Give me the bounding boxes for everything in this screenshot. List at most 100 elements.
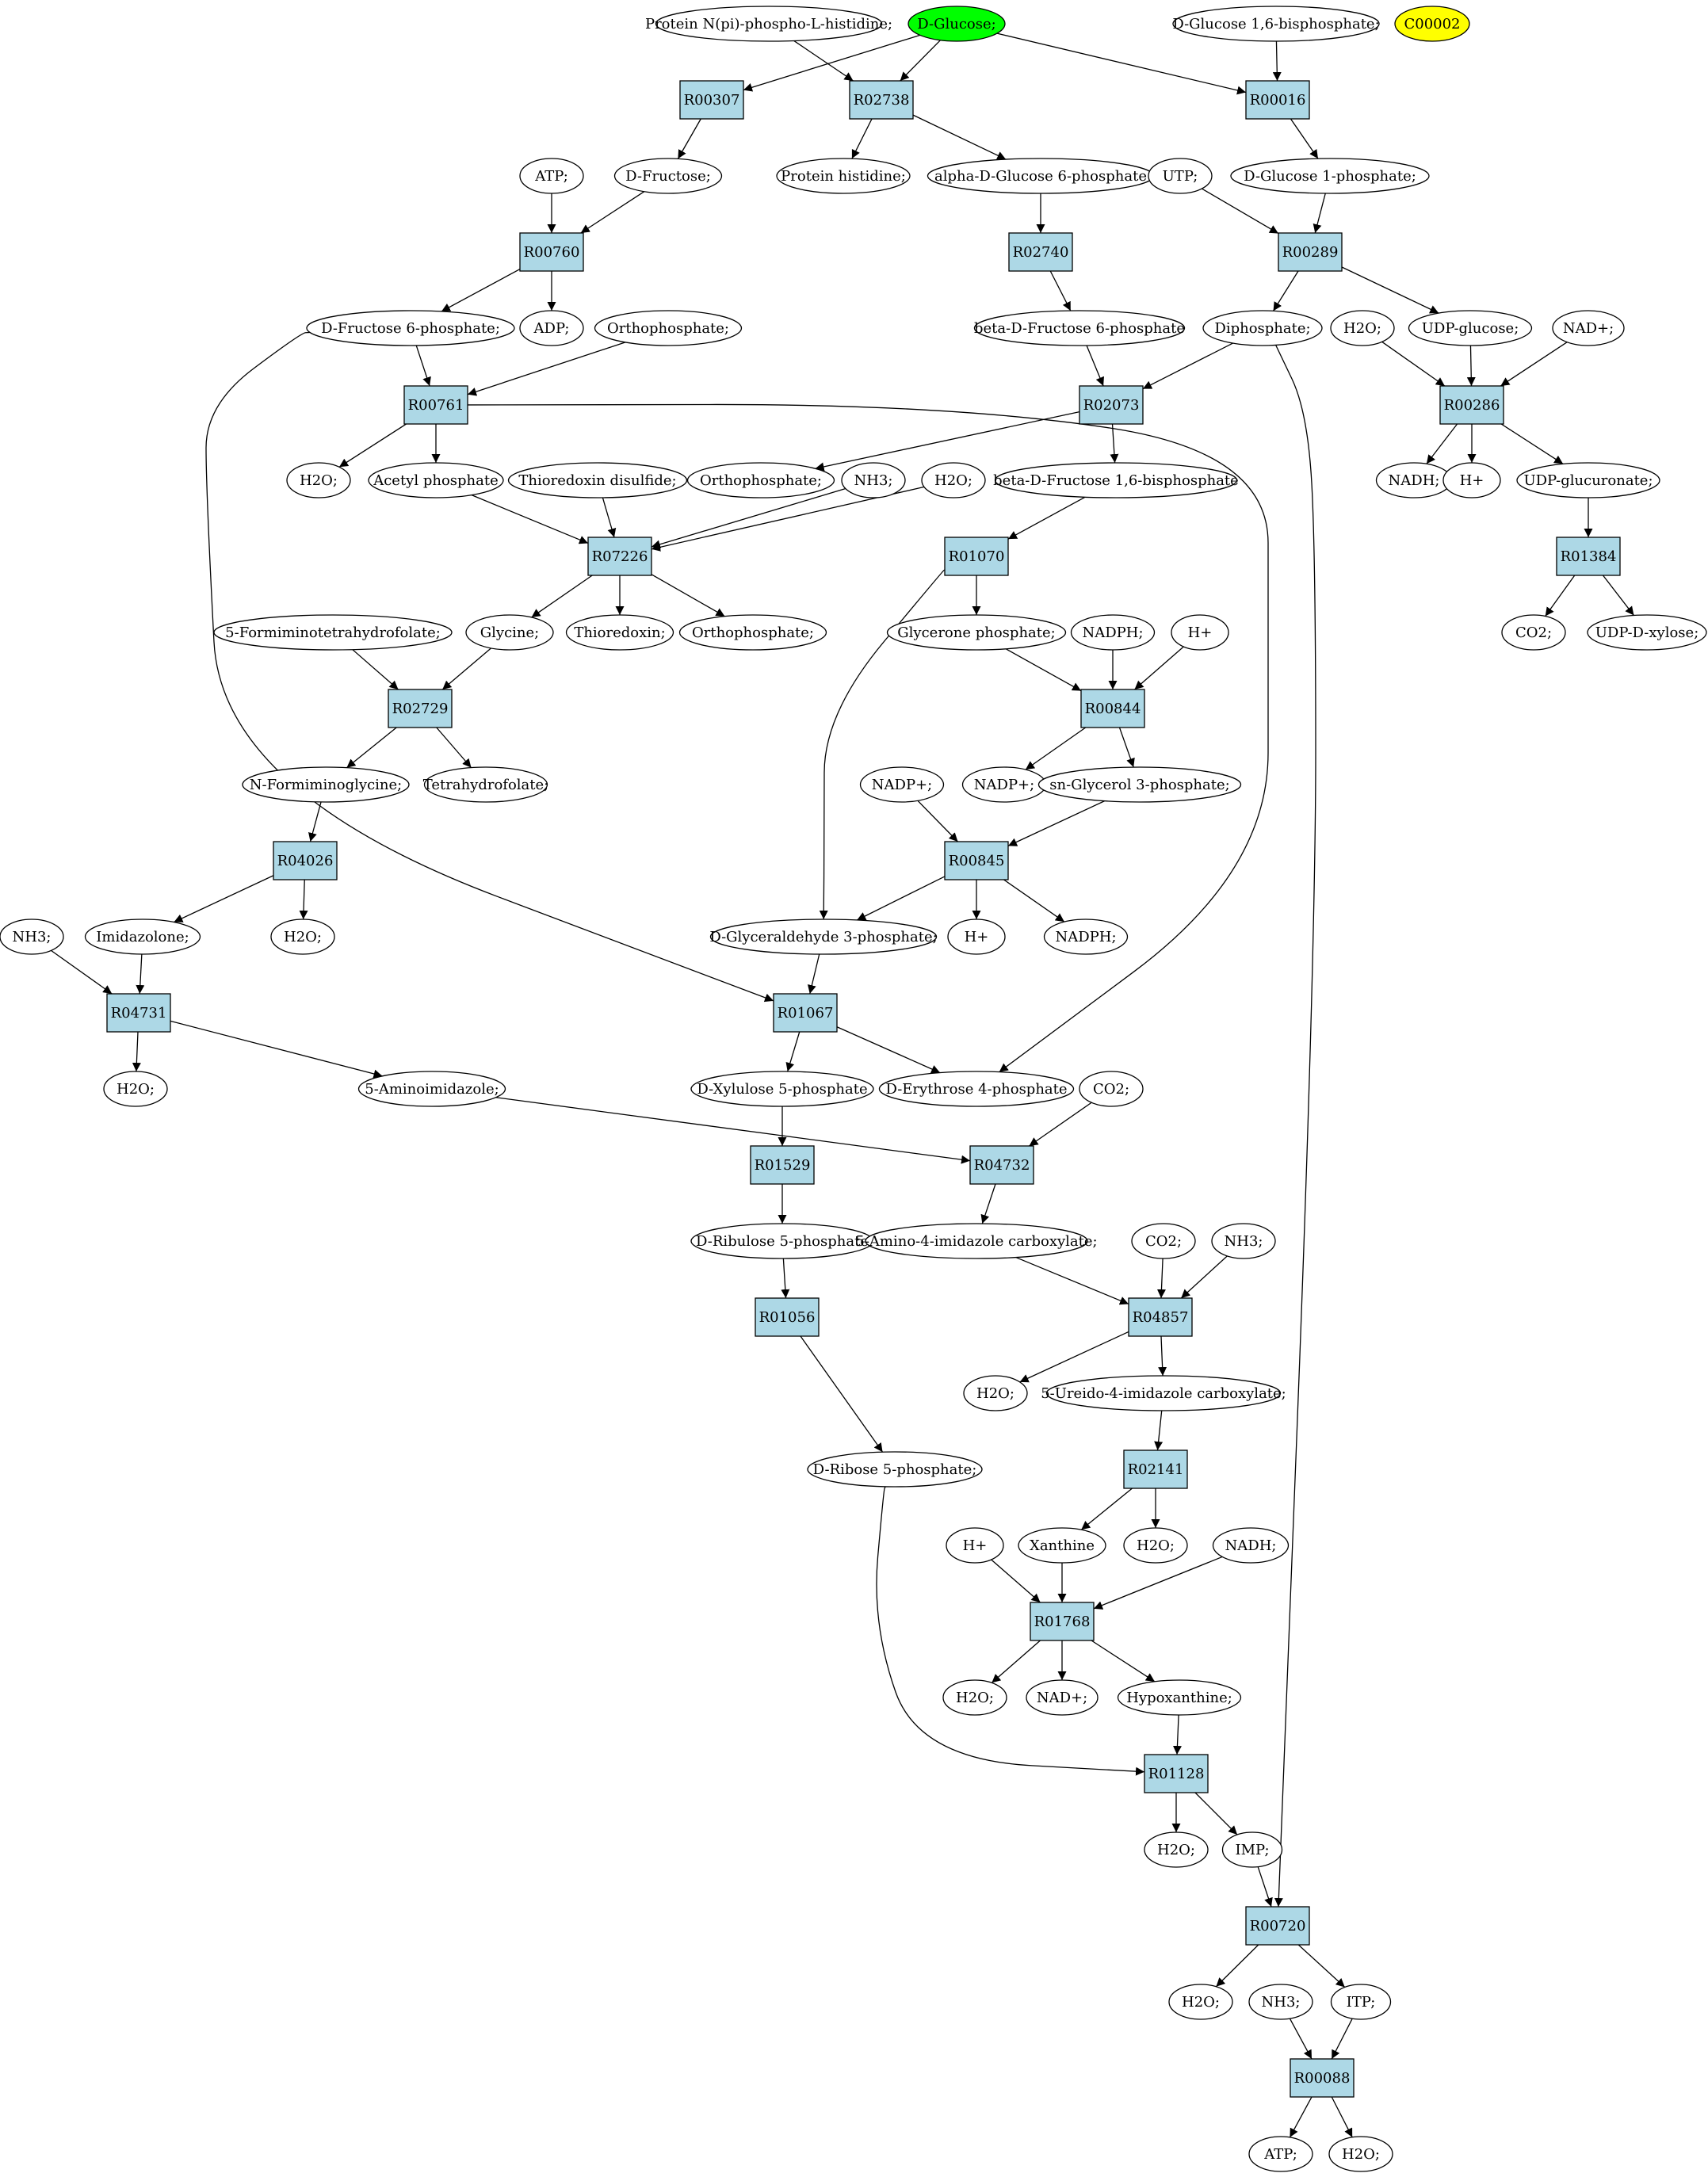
compound-node-c_atp2[interactable]: ATP; (1248, 2136, 1313, 2172)
compound-node-c_itp[interactable]: ITP; (1330, 1984, 1392, 2020)
reaction-node-r_R00016[interactable]: R00016 (1245, 80, 1310, 120)
compound-node-c_glyp[interactable]: Glycerone phosphate; (886, 614, 1067, 651)
compound-node-c_nadpp_b[interactable]: NADP+; (859, 766, 945, 803)
compound-node-c_prot_his[interactable]: Protein histidine; (776, 158, 911, 194)
compound-node-c_co2_a[interactable]: CO2; (1501, 614, 1566, 651)
compound-node-c_h2o_k[interactable]: H2O; (1328, 2136, 1393, 2172)
compound-node-c_dglucose[interactable]: D-Glucose; (907, 6, 1006, 42)
reaction-node-r_R02141[interactable]: R02141 (1123, 1449, 1188, 1489)
reaction-node-r_R02729[interactable]: R02729 (388, 689, 453, 728)
compound-node-c_thiodis[interactable]: Thioredoxin disulfide; (507, 462, 688, 498)
compound-node-c_bdf6p[interactable]: beta-D-Fructose 6-phosphate (973, 310, 1186, 346)
compound-node-c_xanth[interactable]: Xanthine (1018, 1527, 1106, 1564)
compound-node-c_hypox[interactable]: Hypoxanthine; (1117, 1679, 1242, 1716)
compound-node-c_imid[interactable]: Imidazolone; (84, 919, 201, 955)
reaction-node-r_R00761[interactable]: R00761 (403, 385, 468, 425)
compound-node-c_df6p[interactable]: D-Fructose 6-phosphate; (306, 310, 515, 346)
compound-node-c_nadpp_a[interactable]: NADP+; (961, 766, 1047, 803)
compound-node-c_h2o_j[interactable]: H2O; (1168, 1984, 1233, 2020)
compound-node-c_dg16bp[interactable]: D-Glucose 1,6-bisphosphate; (1172, 6, 1380, 42)
compound-node-c_thf[interactable]: Tetrahydrofolate; (423, 766, 549, 803)
compound-node-c_h2o_g[interactable]: H2O; (1123, 1527, 1188, 1564)
compound-node-c_ortho2[interactable]: Orthophosphate; (686, 462, 835, 498)
reaction-node-r_R02738[interactable]: R02738 (849, 80, 914, 120)
compound-node-c_5fthf[interactable]: 5-Formiminotetrahydrofolate; (213, 614, 453, 651)
compound-node-c_hplus_a[interactable]: H+ (1442, 462, 1501, 498)
compound-node-c_dfructose[interactable]: D-Fructose; (613, 158, 723, 194)
reaction-node-r_R00307[interactable]: R00307 (679, 80, 744, 120)
compound-node-c_co2_b[interactable]: CO2; (1079, 1071, 1144, 1107)
reaction-node-r_R00845[interactable]: R00845 (944, 841, 1009, 880)
compound-node-c_h2o_i[interactable]: H2O; (1144, 1831, 1209, 1868)
compound-node-c_nh3_c[interactable]: NH3; (1211, 1223, 1276, 1259)
compound-node-c_dg1p[interactable]: D-Glucose 1-phosphate; (1230, 158, 1430, 194)
reaction-node-r_R00720[interactable]: R00720 (1245, 1906, 1310, 1946)
compound-node-c_utp[interactable]: UTP; (1148, 158, 1213, 194)
reaction-node-r_R00088[interactable]: R00088 (1290, 2058, 1355, 2098)
compound-node-c_hplus_c[interactable]: H+ (947, 919, 1006, 955)
compound-node-c_udpglc[interactable]: UDP-glucose; (1408, 310, 1533, 346)
compound-node-c_h2o_c[interactable]: H2O; (921, 462, 986, 498)
reaction-node-r_R01056[interactable]: R01056 (755, 1297, 820, 1337)
compound-node-c_nh3_d[interactable]: NH3; (1248, 1984, 1313, 2020)
compound-node-c_bdf16bp[interactable]: beta-D-Fructose 1,6-bisphosphate (993, 462, 1239, 498)
compound-node-c_h2o_a[interactable]: H2O; (1330, 310, 1395, 346)
reaction-node-r_R02073[interactable]: R02073 (1079, 385, 1144, 425)
reaction-node-r_R01384[interactable]: R01384 (1556, 537, 1621, 576)
reaction-node-r_R02740[interactable]: R02740 (1008, 232, 1073, 272)
compound-node-c_de4p[interactable]: D-Erythrose 4-phosphate (878, 1071, 1075, 1107)
reaction-node-r_R01070[interactable]: R01070 (944, 537, 1009, 576)
reaction-node-r_R01128[interactable]: R01128 (1144, 1754, 1209, 1793)
reaction-node-r_R07226[interactable]: R07226 (587, 537, 652, 576)
compound-node-c_nadph_a[interactable]: NADPH; (1070, 614, 1156, 651)
compound-node-c_c00002[interactable]: C00002 (1394, 6, 1470, 42)
compound-node-c_5u4ic[interactable]: 5-Ureido-4-imidazole carboxylate; (1041, 1375, 1286, 1411)
compound-node-c_nfgly[interactable]: N-Formiminoglycine; (242, 766, 410, 803)
compound-node-c_snglp[interactable]: sn-Glycerol 3-phosphate; (1037, 766, 1242, 803)
compound-node-c_dx5p[interactable]: D-Xylulose 5-phosphate (690, 1071, 874, 1107)
compound-node-c_dg3p[interactable]: D-Glyceraldehyde 3-phosphate; (709, 919, 938, 955)
compound-node-c_5a4ic[interactable]: 5-Amino-4-imidazole carboxylate; (855, 1223, 1098, 1259)
reaction-node-r_R04732[interactable]: R04732 (969, 1145, 1034, 1185)
compound-node-c_udpxyl[interactable]: UDP-D-xylose; (1587, 614, 1707, 651)
compound-node-c_nadp_a[interactable]: NAD+; (1552, 310, 1625, 346)
compound-node-c_h2o_b[interactable]: H2O; (286, 462, 351, 498)
reaction-node-r_R01529[interactable]: R01529 (750, 1145, 815, 1185)
compound-node-c_co2_c[interactable]: CO2; (1131, 1223, 1196, 1259)
compound-node-c_adg6p[interactable]: alpha-D-Glucose 6-phosphate (927, 158, 1155, 194)
compound-node-c_dr5p[interactable]: D-Ribulose 5-phosphate (690, 1223, 874, 1259)
reaction-node-r_R00844[interactable]: R00844 (1080, 689, 1145, 728)
reaction-node-r_R00760[interactable]: R00760 (519, 232, 584, 272)
compound-node-c_ortho1[interactable]: Orthophosphate; (594, 310, 743, 346)
compound-node-c_nadh_b[interactable]: NADH; (1212, 1527, 1290, 1564)
compound-node-c_dribp[interactable]: D-Ribose 5-phosphate; (807, 1451, 983, 1488)
compound-node-c_thio[interactable]: Thioredoxin; (565, 614, 674, 651)
compound-node-c_glycine[interactable]: Glycine; (465, 614, 554, 651)
reaction-node-r_R00286[interactable]: R00286 (1439, 385, 1504, 425)
reaction-node-r_R04026[interactable]: R04026 (273, 841, 338, 880)
compound-node-c_atp1[interactable]: ATP; (519, 158, 584, 194)
compound-node-c_udpgluc[interactable]: UDP-glucuronate; (1516, 462, 1660, 498)
compound-node-c_ortho3[interactable]: Orthophosphate; (678, 614, 827, 651)
compound-node-c_h2o_e[interactable]: H2O; (103, 1071, 168, 1107)
compound-node-c_hplus_b[interactable]: H+ (1171, 614, 1229, 651)
compound-node-c_diphos[interactable]: Diphosphate; (1202, 310, 1323, 346)
compound-node-c_nh3_b[interactable]: NH3; (0, 919, 64, 955)
reaction-node-r_R04731[interactable]: R04731 (106, 993, 171, 1033)
compound-node-c_adp[interactable]: ADP; (519, 310, 584, 346)
compound-node-c_prot_np[interactable]: Protein N(pi)-phospho-L-histidine; (645, 6, 892, 42)
compound-node-c_5ai[interactable]: 5-Aminoimidazole; (357, 1071, 506, 1107)
reaction-node-r_R01067[interactable]: R01067 (773, 993, 838, 1033)
compound-node-c_nadp_b[interactable]: NAD+; (1026, 1679, 1099, 1716)
compound-node-c_h2o_f[interactable]: H2O; (963, 1375, 1028, 1411)
reaction-node-r_R00289[interactable]: R00289 (1278, 232, 1343, 272)
reaction-node-r_R01768[interactable]: R01768 (1030, 1602, 1095, 1641)
compound-node-c_imp[interactable]: IMP; (1221, 1831, 1283, 1868)
compound-node-c_nadh_a[interactable]: NADH; (1375, 462, 1453, 498)
compound-node-c_acetylp[interactable]: Acetyl phosphate (368, 462, 504, 498)
compound-node-c_hplus_d[interactable]: H+ (946, 1527, 1004, 1564)
compound-node-c_h2o_d[interactable]: H2O; (270, 919, 335, 955)
compound-node-c_h2o_h[interactable]: H2O; (942, 1679, 1007, 1716)
compound-node-c_nadph_b[interactable]: NADPH; (1043, 919, 1129, 955)
compound-node-c_nh3_a[interactable]: NH3; (841, 462, 906, 498)
